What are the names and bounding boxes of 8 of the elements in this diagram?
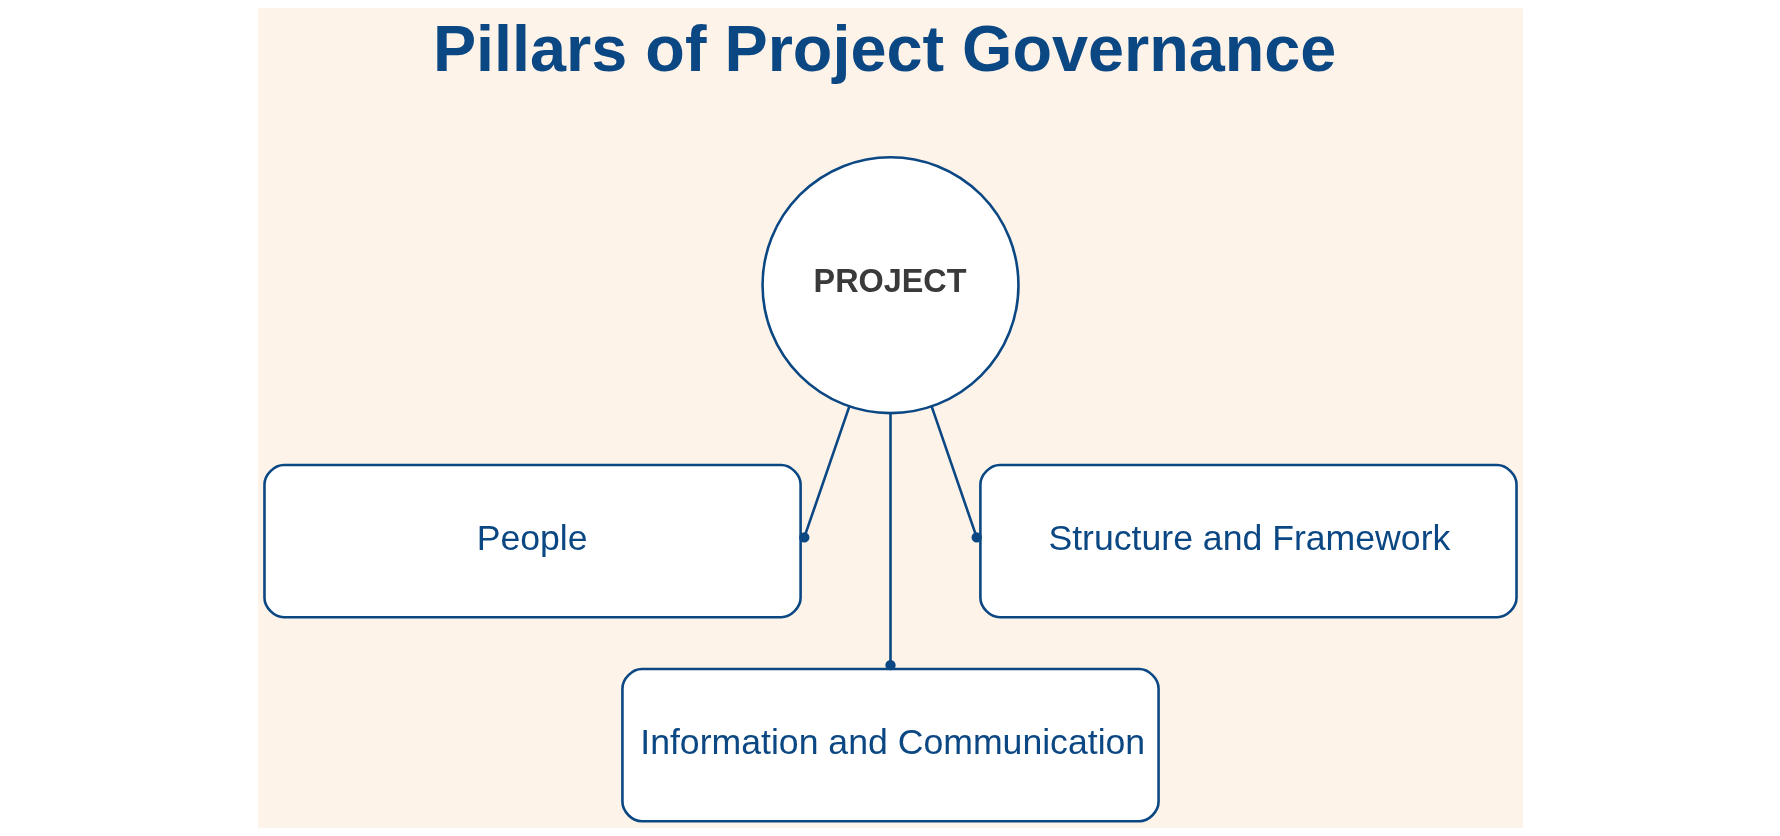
diagram-title: Pillars of Project Governance: [432, 12, 1336, 86]
connector: [798, 406, 851, 543]
node-box: People: [262, 463, 802, 619]
connector: [929, 406, 982, 543]
node-box: Structure and Framework: [978, 463, 1518, 619]
connector: [884, 413, 896, 671]
node-circle: PROJECT: [760, 155, 1020, 415]
node-box: Information and Communication: [620, 667, 1160, 823]
